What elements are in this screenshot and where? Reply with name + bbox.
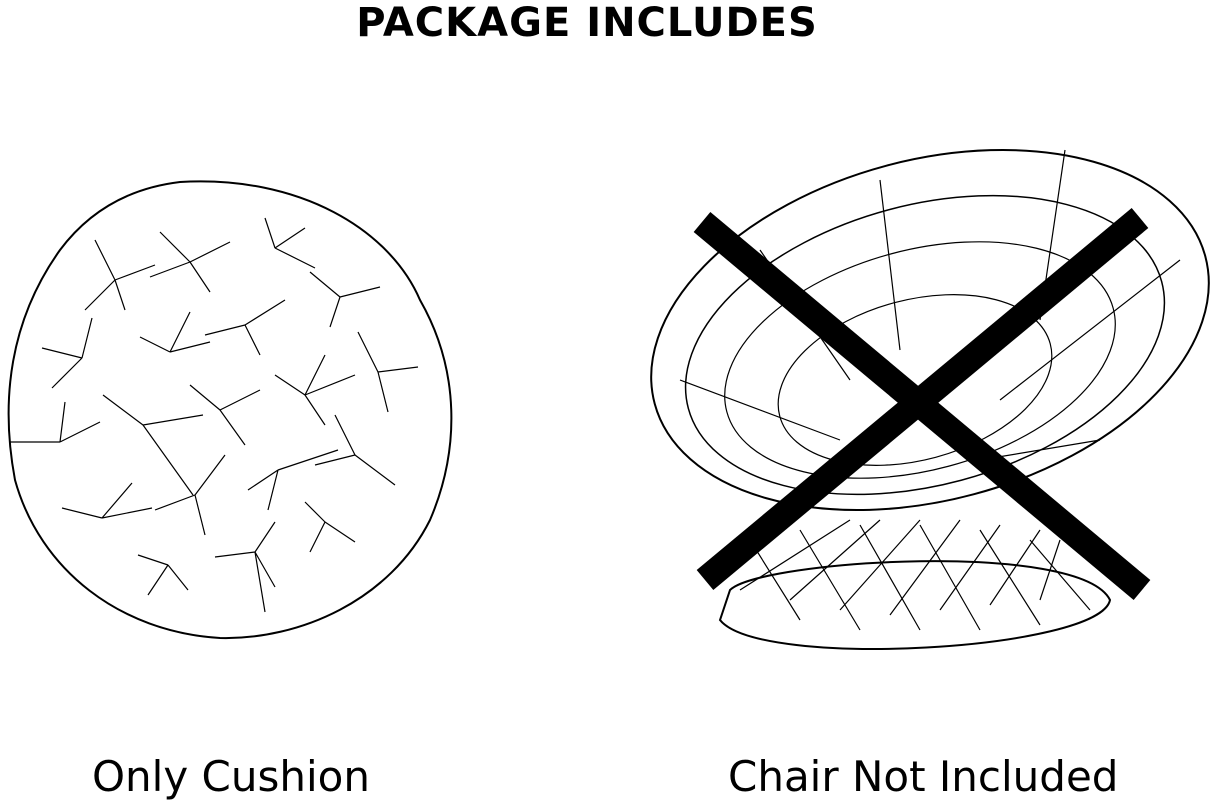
- papasan-chair-illustration: [650, 148, 1210, 650]
- not-included-x-icon: [693, 208, 1151, 600]
- cushion-illustration: [7, 180, 453, 640]
- chair-caption: Chair Not Included: [728, 752, 1119, 801]
- page-title: PACKAGE INCLUDES: [356, 0, 818, 46]
- cushion-caption: Only Cushion: [92, 752, 370, 801]
